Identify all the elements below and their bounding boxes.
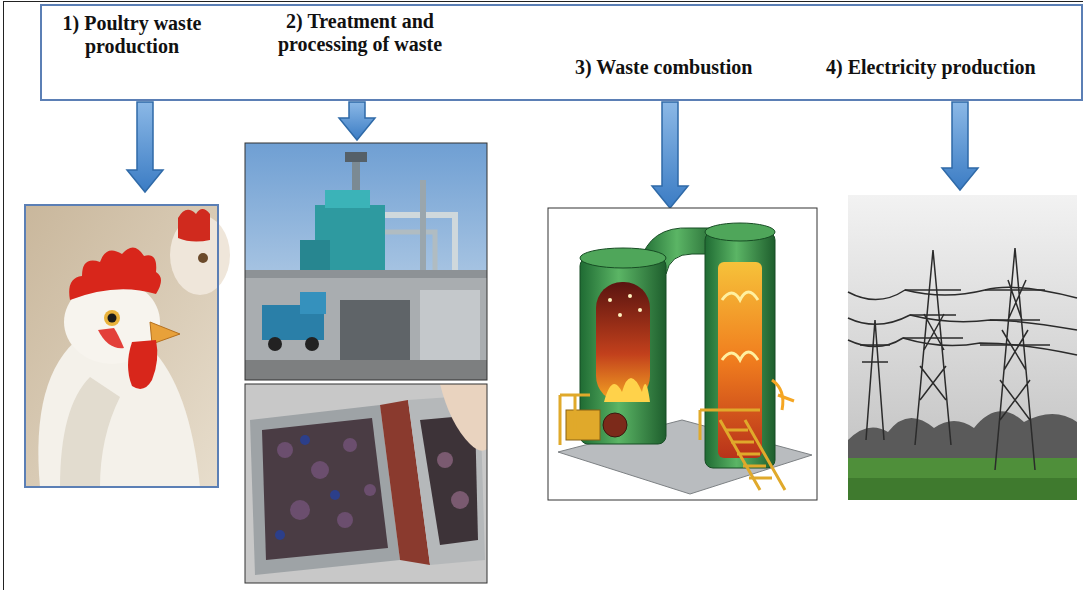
step-label: 1) Poultry waste production (47, 12, 217, 58)
sorting-photo (277, 438, 376, 528)
boiler-drawing (560, 395, 785, 490)
pylons-photo (848, 338, 1077, 355)
down-arrow (127, 102, 163, 192)
pylons-photo (848, 315, 1077, 330)
boiler-drawing (603, 413, 627, 437)
plant-photo (305, 337, 319, 351)
chicken-photo (108, 314, 117, 323)
chicken-photo (178, 209, 210, 242)
boiler-drawing (705, 232, 775, 468)
plant-photo (300, 292, 326, 314)
sorting-photo (300, 435, 310, 445)
down-arrow (339, 102, 375, 140)
plant-photo (340, 300, 410, 360)
boiler-drawing (560, 395, 590, 445)
plant-photo (245, 143, 487, 380)
boiler-drawing (548, 208, 817, 500)
step-label: 4) Electricity production (826, 56, 1036, 79)
sorting-photo (451, 491, 469, 509)
sorting-photo (330, 490, 340, 500)
sorting-photo (275, 530, 285, 540)
sorting-photo (440, 384, 487, 451)
pylons-photo (860, 320, 890, 440)
boiler-drawing (705, 223, 775, 241)
page-frame (3, 1, 1083, 590)
chicken-photo (25, 205, 230, 487)
page-frame (3, 1, 1083, 2)
boiler-drawing (604, 378, 650, 402)
boiler-drawing (638, 308, 642, 312)
plant-photo (325, 190, 370, 208)
boiler-drawing (628, 294, 632, 298)
pylons-photo (848, 195, 1077, 500)
chicken-photo (98, 328, 124, 348)
sorting-photo (245, 384, 487, 583)
boiler-drawing (608, 298, 612, 302)
sorting-photo (245, 384, 487, 583)
boiler-drawing (725, 430, 772, 478)
pylons-photo (915, 250, 951, 445)
page-frame (3, 1, 4, 590)
boiler-drawing (608, 294, 642, 317)
pylons-photo (848, 287, 1077, 299)
boiler-drawing (720, 420, 785, 490)
pylons-photo (848, 458, 1077, 500)
sorting-photo (437, 452, 453, 468)
sorting-photo (311, 461, 329, 479)
pylons-photo (848, 248, 1077, 470)
header-box: 1) Poultry waste production 2) Treatment … (40, 4, 1083, 101)
boiler-drawing (596, 282, 650, 402)
pylons-photo (848, 478, 1077, 500)
sorting-photo (250, 405, 400, 575)
sorting-photo (245, 384, 487, 583)
plant-photo (420, 290, 480, 370)
boiler-drawing (772, 380, 794, 410)
sorting-photo (343, 438, 357, 452)
chicken-photo (104, 310, 120, 326)
chicken-photo (198, 253, 208, 263)
sorting-photo (262, 418, 388, 560)
pylons-photo (995, 248, 1035, 470)
boiler-drawing (548, 208, 817, 500)
boiler-drawing (700, 410, 760, 440)
plant-photo (245, 270, 487, 278)
sorting-photo (277, 442, 293, 458)
sorting-photo (437, 452, 469, 509)
pylons-photo (903, 290, 963, 338)
step-label: 2) Treatment and processing of waste (250, 10, 470, 56)
sorting-photo (337, 512, 353, 528)
chicken-photo (25, 205, 218, 487)
plant-photo (268, 337, 282, 351)
sorting-photo (364, 484, 376, 496)
boiler-drawing (566, 410, 600, 440)
pylons-photo (848, 195, 1077, 500)
plant-photo (245, 143, 487, 380)
pylons-photo (980, 290, 1050, 345)
boiler-drawing (722, 352, 758, 360)
plant-photo (420, 180, 426, 275)
step-label: 3) Waste combustion (575, 56, 752, 79)
chicken-photo (128, 340, 157, 389)
plant-photo (245, 143, 487, 380)
boiler-drawing (618, 313, 622, 317)
sorting-photo (290, 500, 310, 520)
plant-photo (245, 270, 487, 380)
down-arrow (942, 102, 978, 190)
chicken-photo (69, 247, 161, 300)
sorting-photo (275, 435, 340, 540)
plant-photo (245, 360, 487, 380)
down-arrow (652, 102, 688, 208)
boiler-drawing (580, 248, 666, 268)
boiler-drawing (722, 292, 758, 300)
chicken-photo (60, 377, 120, 487)
plant-photo (345, 152, 367, 162)
